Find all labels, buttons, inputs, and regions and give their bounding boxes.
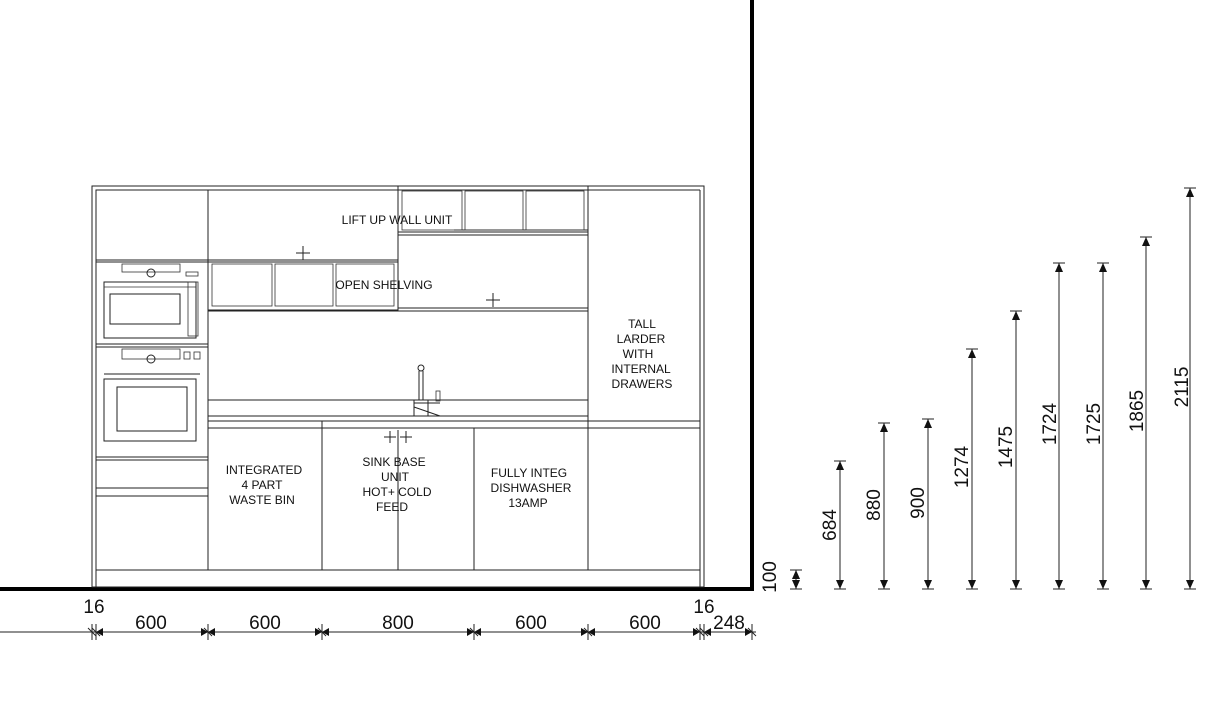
- height-dim-arrow: [924, 580, 932, 589]
- svg-text:WASTE BIN: WASTE BIN: [229, 493, 295, 507]
- svg-text:INTERNAL: INTERNAL: [611, 362, 671, 376]
- height-dim-1865: 1865: [1127, 390, 1148, 432]
- height-dim-arrow: [1055, 263, 1063, 272]
- height-dim-arrow: [1186, 188, 1194, 197]
- height-dim-684: 684: [820, 509, 841, 541]
- svg-text:WITH: WITH: [623, 347, 654, 361]
- width-dim-248: 248: [713, 613, 745, 634]
- height-dim-arrow: [1142, 580, 1150, 589]
- width-dim-arrow: [693, 628, 700, 636]
- width-dim-16-right: 16: [693, 597, 714, 618]
- width-dim-16-left: 16: [83, 597, 104, 618]
- svg-text:DRAWERS: DRAWERS: [612, 377, 673, 391]
- svg-text:FEED: FEED: [376, 500, 408, 514]
- width-dim-600-c: 600: [515, 613, 547, 634]
- width-dim-arrow: [467, 628, 474, 636]
- height-dim-900: 900: [908, 487, 929, 519]
- left-top-cupboard: [95, 189, 209, 261]
- label-tall-larder: TALL LARDER WITH INTERNAL DRAWERS: [611, 317, 672, 391]
- height-dimensions: 100 684 880 900 1274 1475 1724 1725 1865…: [760, 187, 1196, 593]
- width-dim-600-d: 600: [629, 613, 661, 634]
- height-dim-arrow: [924, 419, 932, 428]
- svg-text:UNIT: UNIT: [381, 470, 410, 484]
- height-dim-1475: 1475: [996, 426, 1017, 468]
- width-dim-arrow: [745, 628, 752, 636]
- worktop: [207, 399, 589, 429]
- height-dim-1274: 1274: [952, 445, 973, 488]
- height-dim-arrow: [792, 570, 800, 579]
- height-dim-2115: 2115: [1172, 367, 1193, 408]
- height-dim-arrow: [1055, 580, 1063, 589]
- svg-text:LARDER: LARDER: [617, 332, 666, 346]
- height-dim-arrow: [792, 580, 800, 589]
- width-dim-arrow: [208, 628, 215, 636]
- label-dishwasher: FULLY INTEG DISHWASHER 13AMP: [491, 466, 572, 510]
- svg-text:13AMP: 13AMP: [508, 496, 547, 510]
- width-dim-arrow: [315, 628, 322, 636]
- height-dim-880: 880: [864, 489, 885, 521]
- height-dim-1724: 1724: [1040, 402, 1061, 445]
- width-dim-arrow: [588, 628, 595, 636]
- label-waste-bin: INTEGRATED 4 PART WASTE BIN: [226, 463, 303, 507]
- height-dim-arrow: [836, 461, 844, 470]
- width-dim-arrow: [201, 628, 208, 636]
- svg-text:TALL: TALL: [628, 317, 656, 331]
- oven-appliance: [95, 346, 209, 458]
- height-dim-arrow: [1099, 263, 1107, 272]
- height-dim-100: 100: [760, 561, 781, 593]
- width-dim-800: 800: [382, 613, 414, 634]
- height-dim-1725: 1725: [1084, 403, 1105, 445]
- height-dim-arrow: [1012, 311, 1020, 320]
- label-lift-up-wall-unit: LIFT UP WALL UNIT: [342, 213, 453, 227]
- width-dim-tick-slash: [87, 627, 97, 637]
- width-dim-arrow: [322, 628, 329, 636]
- oven-drawer-top: [95, 459, 209, 489]
- tap: [413, 364, 441, 417]
- width-dim-arrow: [704, 628, 711, 636]
- height-dim-arrow: [1142, 237, 1150, 246]
- height-dim-arrow: [968, 580, 976, 589]
- height-dim-arrow: [1012, 580, 1020, 589]
- wall-unit-right: [397, 234, 589, 309]
- width-dimensions: 16 600 600 800 600 600 16 248: [0, 597, 757, 640]
- base-units: [207, 421, 589, 570]
- label-sink-base: SINK BASE UNIT HOT+ COLD FEED: [362, 455, 432, 514]
- svg-text:4 PART: 4 PART: [242, 478, 284, 492]
- width-dim-arrow: [581, 628, 588, 636]
- width-dim-600-a: 600: [135, 613, 167, 634]
- width-dim-arrow: [96, 628, 103, 636]
- height-dim-arrow: [836, 580, 844, 589]
- svg-text:HOT+ COLD: HOT+ COLD: [362, 485, 431, 499]
- width-dim-arrow: [474, 628, 481, 636]
- height-dim-arrow: [968, 349, 976, 358]
- height-dim-arrow: [1186, 580, 1194, 589]
- open-shelving-unit: [207, 261, 399, 311]
- svg-text:SINK BASE: SINK BASE: [362, 455, 425, 469]
- svg-text:DISHWASHER: DISHWASHER: [491, 481, 572, 495]
- label-open-shelving: OPEN SHELVING: [335, 278, 432, 292]
- height-dim-arrow: [880, 580, 888, 589]
- svg-text:INTEGRATED: INTEGRATED: [226, 463, 303, 477]
- height-dim-arrow: [880, 423, 888, 432]
- cabinet-run: [91, 185, 705, 588]
- microwave-appliance: [95, 261, 209, 345]
- oven-drawer-bottom: [95, 495, 209, 571]
- width-dim-600-b: 600: [249, 613, 281, 634]
- height-dim-arrow: [1099, 580, 1107, 589]
- svg-text:FULLY INTEG: FULLY INTEG: [491, 466, 567, 480]
